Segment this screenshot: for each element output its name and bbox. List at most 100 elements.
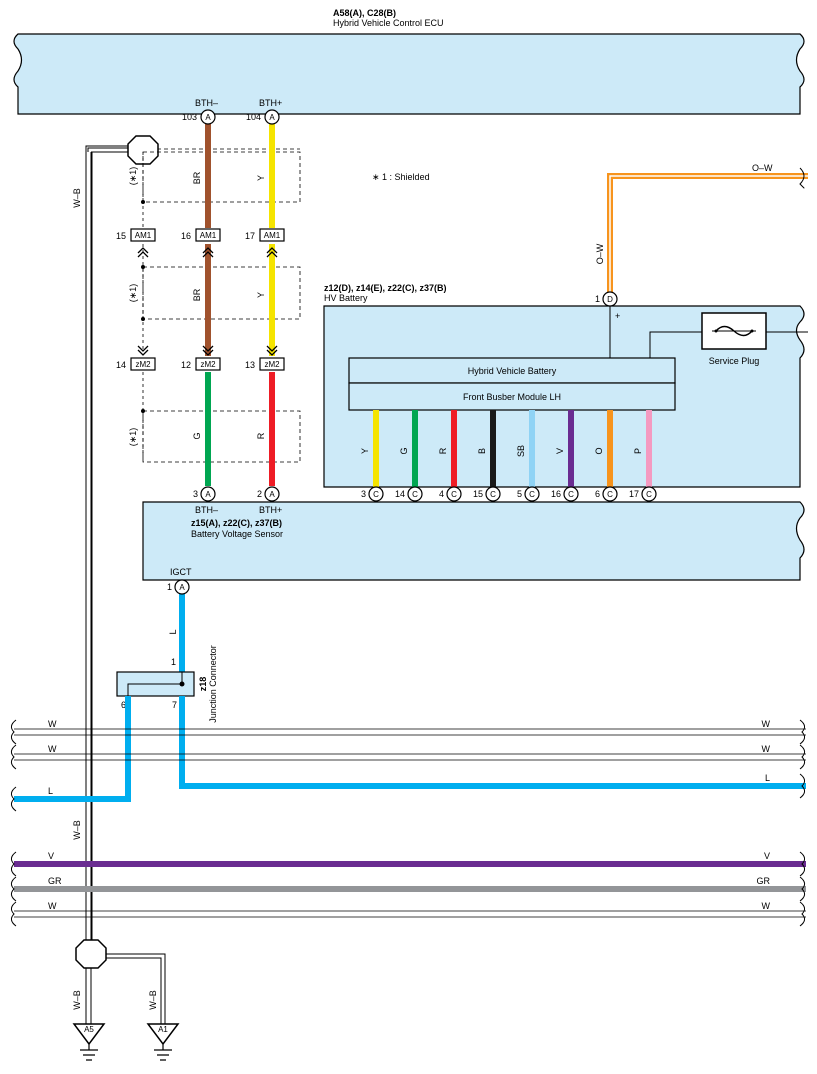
svg-text:zM2: zM2 bbox=[200, 360, 216, 369]
svg-text:7: 7 bbox=[172, 700, 177, 710]
module-pin-conn: C bbox=[373, 490, 379, 499]
module-pin-conn: C bbox=[451, 490, 457, 499]
sensor-code: z15(A), z22(C), z37(B) bbox=[191, 518, 282, 528]
svg-text:zM2: zM2 bbox=[135, 360, 151, 369]
wire-label-y-2: Y bbox=[256, 292, 266, 298]
wb-wire-label-ground-a5: W–B bbox=[72, 990, 82, 1010]
svg-text:zM2: zM2 bbox=[264, 360, 280, 369]
svg-text:AM1: AM1 bbox=[200, 231, 217, 240]
svg-text:AM1: AM1 bbox=[264, 231, 281, 240]
svg-text:AM1: AM1 bbox=[135, 231, 152, 240]
front-busbar-module-box bbox=[348, 382, 676, 411]
shield-tag-2: (∗1) bbox=[128, 284, 138, 303]
module-wire-color-label: O bbox=[594, 447, 604, 454]
module-wire-color-label: Y bbox=[360, 448, 370, 454]
sensor-pin-2: A 2 bbox=[257, 486, 280, 502]
module-pin-num: 17 bbox=[629, 489, 639, 499]
wb-wire-core bbox=[85, 152, 91, 948]
sensor-pin-bth-minus-name: BTH– bbox=[195, 505, 218, 515]
hv-control-ecu: A58(A), C28(B) Hybrid Vehicle Control EC… bbox=[13, 8, 805, 115]
module-pin-conn: C bbox=[529, 490, 535, 499]
module-pin-conn: C bbox=[412, 490, 418, 499]
service-plug-label: Service Plug bbox=[709, 356, 760, 366]
module-pin-conn: C bbox=[646, 490, 652, 499]
wb-wire-label-ground-a1: W–B bbox=[148, 990, 158, 1010]
svg-text:A: A bbox=[269, 490, 275, 499]
junction-code: z18 bbox=[198, 677, 208, 692]
sensor-pin-bth-plus-name: BTH+ bbox=[259, 505, 282, 515]
hv-battery-name: HV Battery bbox=[324, 293, 368, 303]
svg-text:14: 14 bbox=[116, 360, 126, 370]
junction-l-wires bbox=[14, 696, 806, 802]
ecu-pin-bth-minus-name: BTH– bbox=[195, 98, 218, 108]
ow-wire-label-top: O–W bbox=[752, 163, 773, 173]
module-pin-num: 4 bbox=[439, 489, 444, 499]
am1-connectors: AM1 15 AM1 16 AM1 17 bbox=[116, 228, 285, 258]
junction-connector: 1 6 7 z18 Junction Connector bbox=[116, 645, 218, 723]
module-pin-num: 16 bbox=[551, 489, 561, 499]
svg-text:A: A bbox=[269, 113, 275, 122]
svg-text:6: 6 bbox=[121, 700, 126, 710]
ground-a5: A5 bbox=[72, 1023, 106, 1061]
ecu-code: A58(A), C28(B) bbox=[333, 8, 396, 18]
wb-wire-label-upper: W–B bbox=[72, 188, 82, 208]
ground-a1: A1 bbox=[146, 1023, 180, 1061]
svg-text:103: 103 bbox=[182, 112, 197, 122]
module-wire-color-label: V bbox=[555, 448, 565, 454]
hv-battery-code: z12(D), z14(E), z22(C), z37(B) bbox=[324, 283, 447, 293]
ecu-pin-103: A 103 bbox=[182, 109, 216, 125]
sensor-pin-igct: A 1 bbox=[167, 579, 190, 595]
bus-wire-left-label: GR bbox=[48, 876, 62, 886]
wire-label-g: G bbox=[192, 432, 202, 439]
shield-tag-1: (∗1) bbox=[128, 167, 138, 186]
module-pin-conn: C bbox=[490, 490, 496, 499]
ecu-pin-bth-plus-name: BTH+ bbox=[259, 98, 282, 108]
module-wire-color-label: SB bbox=[516, 445, 526, 457]
shield-note: ∗ 1 : Shielded bbox=[372, 172, 430, 182]
module-pin-num: 5 bbox=[517, 489, 522, 499]
ecu-name: Hybrid Vehicle Control ECU bbox=[333, 18, 444, 28]
svg-text:A1: A1 bbox=[158, 1025, 168, 1034]
wire-label-br-1: BR bbox=[192, 171, 202, 184]
bus-wire-right-label: GR bbox=[757, 876, 771, 886]
module-wire-color-label: B bbox=[477, 448, 487, 454]
svg-text:15: 15 bbox=[116, 231, 126, 241]
svg-text:1: 1 bbox=[171, 657, 176, 667]
module-wire-color-label: G bbox=[399, 447, 409, 454]
wb-wire-label-middle: W–B bbox=[72, 820, 82, 840]
svg-text:A: A bbox=[205, 113, 211, 122]
battery-voltage-sensor: z15(A), z22(C), z37(B) Battery Voltage S… bbox=[142, 501, 805, 581]
sensor-name: Battery Voltage Sensor bbox=[191, 529, 283, 539]
shield-segments bbox=[142, 151, 301, 463]
bus-wire-left-label: V bbox=[48, 851, 54, 861]
junction-name: Junction Connector bbox=[208, 645, 218, 723]
shield-ground-octagon bbox=[127, 135, 159, 165]
bus-wire-left-label: L bbox=[48, 786, 53, 796]
svg-text:12: 12 bbox=[181, 360, 191, 370]
module-pin-num: 3 bbox=[361, 489, 366, 499]
hv-battery: z12(D), z14(E), z22(C), z37(B) HV Batter… bbox=[323, 283, 808, 488]
front-busbar-module-label: Front Busber Module LH bbox=[463, 392, 561, 402]
svg-text:A: A bbox=[205, 490, 211, 499]
svg-text:17: 17 bbox=[245, 231, 255, 241]
ground-wires bbox=[85, 953, 166, 1024]
wire-label-y-1: Y bbox=[256, 175, 266, 181]
hv-battery-pin-conn: D bbox=[607, 295, 613, 304]
module-wire-color-label: P bbox=[633, 448, 643, 454]
svg-text:2: 2 bbox=[257, 489, 262, 499]
hybrid-vehicle-battery-label: Hybrid Vehicle Battery bbox=[468, 366, 557, 376]
bus-wire-right-label: L bbox=[765, 773, 770, 783]
svg-text:A: A bbox=[179, 583, 185, 592]
bus-wire-5: GR GR bbox=[10, 876, 806, 902]
ow-wire bbox=[607, 173, 808, 292]
zm2-connectors: zM2 14 zM2 12 zM2 13 bbox=[116, 345, 285, 371]
ground-splice-octagon bbox=[75, 939, 107, 969]
bus-wire-right-label: V bbox=[764, 851, 770, 861]
bus-wire-right-label: W bbox=[762, 901, 771, 911]
ecu-pin-104: A 104 bbox=[246, 109, 280, 125]
